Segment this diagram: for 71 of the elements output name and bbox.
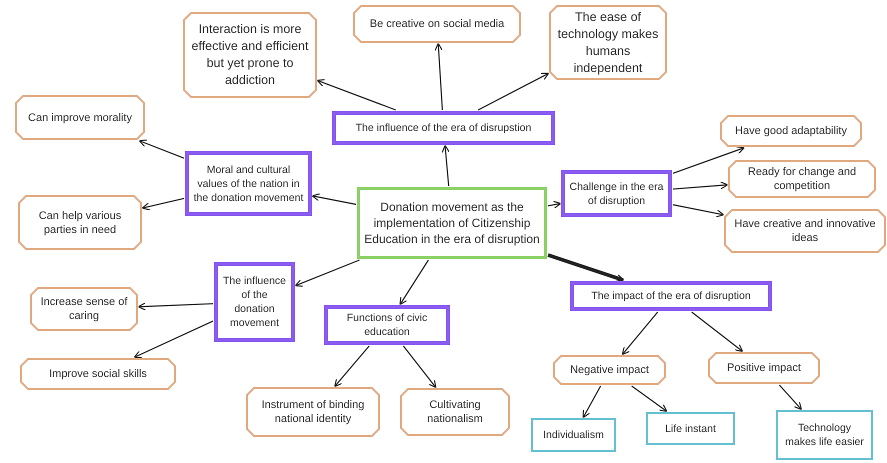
arrow [434, 42, 443, 110]
arrow [691, 312, 744, 352]
node-text: Moral and cultural values of the nation in the donation movement [193, 162, 304, 204]
node-text: Can improve morality [28, 110, 132, 124]
node-text: Have creative and innovative ideas [733, 217, 877, 245]
arrow [334, 346, 370, 388]
arrow [138, 139, 184, 159]
subtopic-box [570, 281, 772, 311]
node-text: Individualism [543, 428, 604, 442]
idea-box [20, 358, 176, 390]
node-text: Interaction is more effective and efficient but yet prone to addiction [190, 21, 310, 89]
node-text: Instrument of binding national identity [260, 398, 366, 426]
node-text: Negative impact [570, 363, 649, 377]
arrow [778, 384, 802, 410]
arrow [312, 193, 356, 205]
subtopic-box [214, 262, 295, 342]
idea-box [18, 195, 142, 250]
arrow [294, 259, 360, 287]
node-text: Can help various parties in need [38, 208, 122, 236]
node-text: The impact of the era of disruption [591, 289, 751, 303]
arrow [399, 260, 429, 306]
idea-box [553, 355, 666, 385]
idea-box [246, 387, 380, 437]
outcome-box [776, 410, 873, 460]
arrow [547, 253, 624, 282]
subtopic-box [185, 151, 312, 216]
arrow [672, 146, 745, 174]
arrow [582, 386, 602, 418]
outcome-box [646, 412, 735, 445]
node-text: The ease of technology makes humans independent [556, 8, 660, 76]
idea-box [549, 5, 667, 80]
node-text: The influence of the donation movement [222, 274, 287, 330]
central-topic-box [357, 187, 547, 259]
node-text: Life instant [665, 422, 716, 436]
node-text: Ready for change and competition [746, 165, 858, 193]
arrow [316, 79, 396, 111]
node-text: Positive impact [727, 361, 801, 375]
node-text: Increase sense of caring [40, 295, 128, 323]
subtopic-box [561, 170, 672, 217]
idea-box [353, 5, 521, 43]
arrow [631, 386, 668, 412]
node-text: Improve social skills [49, 367, 147, 381]
outcome-box [531, 418, 616, 452]
subtopic-box [332, 111, 555, 145]
idea-box [15, 95, 145, 140]
node-text: Have good adaptability [735, 124, 847, 138]
node-text: Donation movement as the implementation of Citizenship Education in the era of disruption [364, 199, 540, 247]
arrow [672, 204, 724, 218]
node-text: The influence of the era of disrupstion [356, 121, 532, 135]
arrow [478, 72, 550, 111]
node-text: Challenge in the era of disruption [569, 180, 664, 208]
node-text: Functions of civic education [346, 311, 428, 339]
arrow [672, 181, 728, 190]
idea-box [30, 287, 138, 331]
subtopic-box [324, 305, 450, 345]
idea-box [728, 160, 876, 198]
arrow [622, 312, 658, 356]
arrow [402, 346, 436, 388]
arrow [142, 198, 184, 210]
idea-box [400, 388, 510, 436]
node-text: Cultivating nationalism [426, 398, 484, 426]
idea-box [708, 352, 820, 384]
arrow [134, 320, 214, 358]
arrow [442, 144, 450, 186]
idea-box [183, 12, 317, 98]
arrow [138, 302, 214, 311]
node-text: Be creative on social media [370, 17, 504, 31]
arrow [548, 200, 562, 209]
node-text: Technology makes life easier [784, 421, 865, 449]
idea-box [720, 115, 862, 147]
idea-box [724, 209, 886, 253]
